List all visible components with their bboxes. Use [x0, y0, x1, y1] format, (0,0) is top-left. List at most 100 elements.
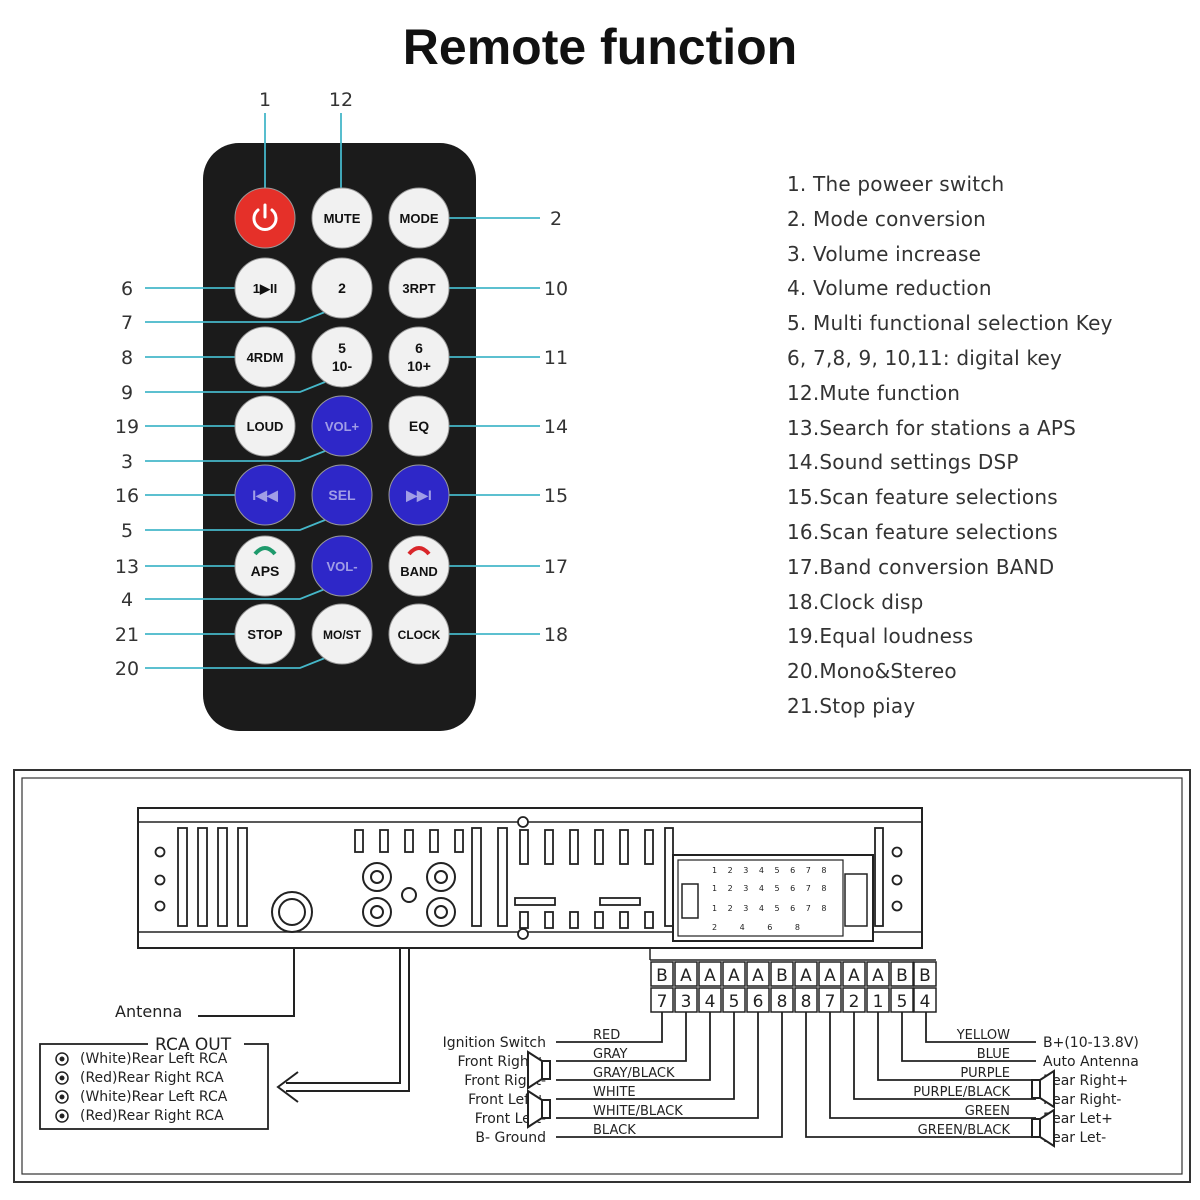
connector-pin: A7: [818, 961, 842, 1013]
remote-button-volup[interactable]: VOL+: [311, 395, 373, 457]
remote-button-sel[interactable]: SEL: [311, 464, 373, 526]
callout-number: 15: [544, 485, 568, 507]
wire-color-left: GRAY/BLACK: [593, 1066, 675, 1081]
function-item: 3. Volume increase: [787, 241, 982, 266]
rca-lead: [276, 948, 410, 1103]
remote-button-b2[interactable]: 2: [311, 257, 373, 319]
connector-pin-number: 3: [681, 992, 692, 1012]
remote-button-b4[interactable]: 4RDM: [234, 326, 296, 388]
remote-button-aps[interactable]: APS: [234, 535, 296, 597]
function-item: 5. Multi functional selection Key: [787, 311, 1113, 336]
page-title: Remote function: [402, 19, 798, 75]
remote-button-clock[interactable]: CLOCK: [388, 603, 450, 665]
remote-button-label: EQ: [409, 418, 429, 434]
function-item: 4. Volume reduction: [787, 276, 992, 301]
function-item: 1. The poweer switch: [787, 172, 1005, 196]
rca-item: (Red)Rear Right RCA: [55, 1070, 224, 1086]
connector-pin: B4: [913, 961, 937, 1013]
connector-pin-number: 5: [729, 992, 740, 1012]
wire-color-right: GREEN: [965, 1104, 1010, 1119]
connector-pin-number: 7: [825, 992, 836, 1012]
connector-pin: A8: [794, 961, 818, 1013]
connector-pin-letter: A: [704, 966, 716, 986]
connector-pin-number: 4: [920, 992, 931, 1012]
function-item: 21.Stop piay: [787, 693, 916, 718]
wire-color-right: GREEN/BLACK: [918, 1123, 1011, 1138]
antenna-socket-inner: [278, 898, 306, 926]
wire-label-left: Front Right+: [458, 1054, 546, 1070]
wire-label-right: Rear Let+: [1043, 1111, 1113, 1127]
wire-color-right: YELLOW: [956, 1028, 1010, 1043]
connector-pin: A6: [746, 961, 770, 1013]
power-icon: [252, 203, 278, 231]
connector-pin: A4: [698, 961, 722, 1013]
wire-color-right: PURPLE/BLACK: [913, 1085, 1010, 1100]
remote-button-label: CLOCK: [398, 628, 441, 642]
phone-hangup-icon: [407, 546, 431, 556]
connector-pin: B5: [890, 961, 914, 1013]
connector-pin-letter: A: [872, 966, 884, 986]
callout-number: 7: [121, 312, 133, 334]
remote-button-label: 6: [415, 340, 423, 356]
function-item: 15.Scan feature selections: [787, 485, 1058, 510]
remote-button-label: MO/ST: [323, 628, 362, 642]
rca-sockets: [362, 862, 456, 927]
connector-pin-number: 7: [657, 992, 668, 1012]
remote-button-mute[interactable]: MUTE: [311, 187, 373, 249]
remote-button-band[interactable]: BAND: [388, 535, 450, 597]
connector-pin: A1: [866, 961, 890, 1013]
remote-button-next[interactable]: ▶▶I: [388, 464, 450, 526]
connector-pin-letter: B: [919, 966, 931, 986]
connector-pin-number: 8: [777, 992, 788, 1012]
remote-button-prev[interactable]: I◀◀: [234, 464, 296, 526]
remote-button-b3[interactable]: 3RPT: [388, 257, 450, 319]
wire-label-right: Rear Right+: [1043, 1073, 1128, 1089]
connector-pin-row: 1 2 3 4 5 6 7 8: [712, 884, 831, 893]
remote-button-label: 4RDM: [247, 350, 284, 365]
remote-button-label: APS: [251, 563, 280, 579]
callout-number: 3: [121, 451, 133, 473]
function-item: 18.Clock disp: [787, 589, 924, 614]
callout-number: 1: [259, 89, 271, 111]
connector-pin-row: 2 4 6 8: [712, 923, 810, 932]
wire-color-right: PURPLE: [960, 1066, 1010, 1081]
connector-pin-number: 5: [897, 992, 908, 1012]
remote-button-mode[interactable]: MODE: [388, 187, 450, 249]
wire-label-left: Front Left+: [468, 1092, 546, 1108]
wire-label-right: Rear Let-: [1043, 1130, 1106, 1146]
remote-button-label: LOUD: [247, 419, 284, 434]
rca-item: (Red)Rear Right RCA: [55, 1108, 224, 1124]
remote-button-power[interactable]: [234, 187, 296, 249]
wire-color-left: WHITE: [593, 1085, 636, 1100]
rca-out-title: RCA OUT: [155, 1035, 232, 1055]
callout-number: 10: [544, 278, 568, 300]
remote-button-stop[interactable]: STOP: [234, 603, 296, 665]
callout-number: 2: [550, 208, 562, 230]
connector-pin-letter: A: [800, 966, 812, 986]
remote-button-label: SEL: [328, 487, 356, 503]
remote-button-b5[interactable]: 510-: [311, 326, 373, 388]
remote-button-label: MUTE: [324, 211, 361, 226]
remote-button-loud[interactable]: LOUD: [234, 395, 296, 457]
connector-pin-number: 8: [801, 992, 812, 1012]
rca-item-label: (White)Rear Left RCA: [80, 1089, 228, 1105]
wire-color-left: WHITE/BLACK: [593, 1104, 683, 1119]
remote-button-label: BAND: [400, 564, 438, 579]
wire-label-left: B- Ground: [475, 1130, 546, 1146]
remote-button-b1[interactable]: 1▶II: [234, 257, 296, 319]
function-item: 6, 7,8, 9, 10,11: digital key: [787, 345, 1063, 370]
remote-button-label: VOL+: [325, 419, 360, 434]
remote-button-most[interactable]: MO/ST: [311, 603, 373, 665]
remote-button-b6[interactable]: 610+: [388, 326, 450, 388]
connector-pin-letter: A: [848, 966, 860, 986]
callout-number: 12: [329, 89, 353, 111]
remote-button-eq[interactable]: EQ: [388, 395, 450, 457]
remote-button-voldown[interactable]: VOL-: [311, 535, 373, 597]
rca-item: (White)Rear Left RCA: [55, 1089, 228, 1105]
remote-button-label: I◀◀: [252, 487, 278, 503]
callout-number: 5: [121, 520, 133, 542]
remote-button-label: 10-: [332, 358, 353, 374]
rca-out-box: RCA OUT: [39, 1034, 269, 1130]
connector-pin-row: 1 2 3 4 5 6 7 8: [712, 866, 831, 875]
